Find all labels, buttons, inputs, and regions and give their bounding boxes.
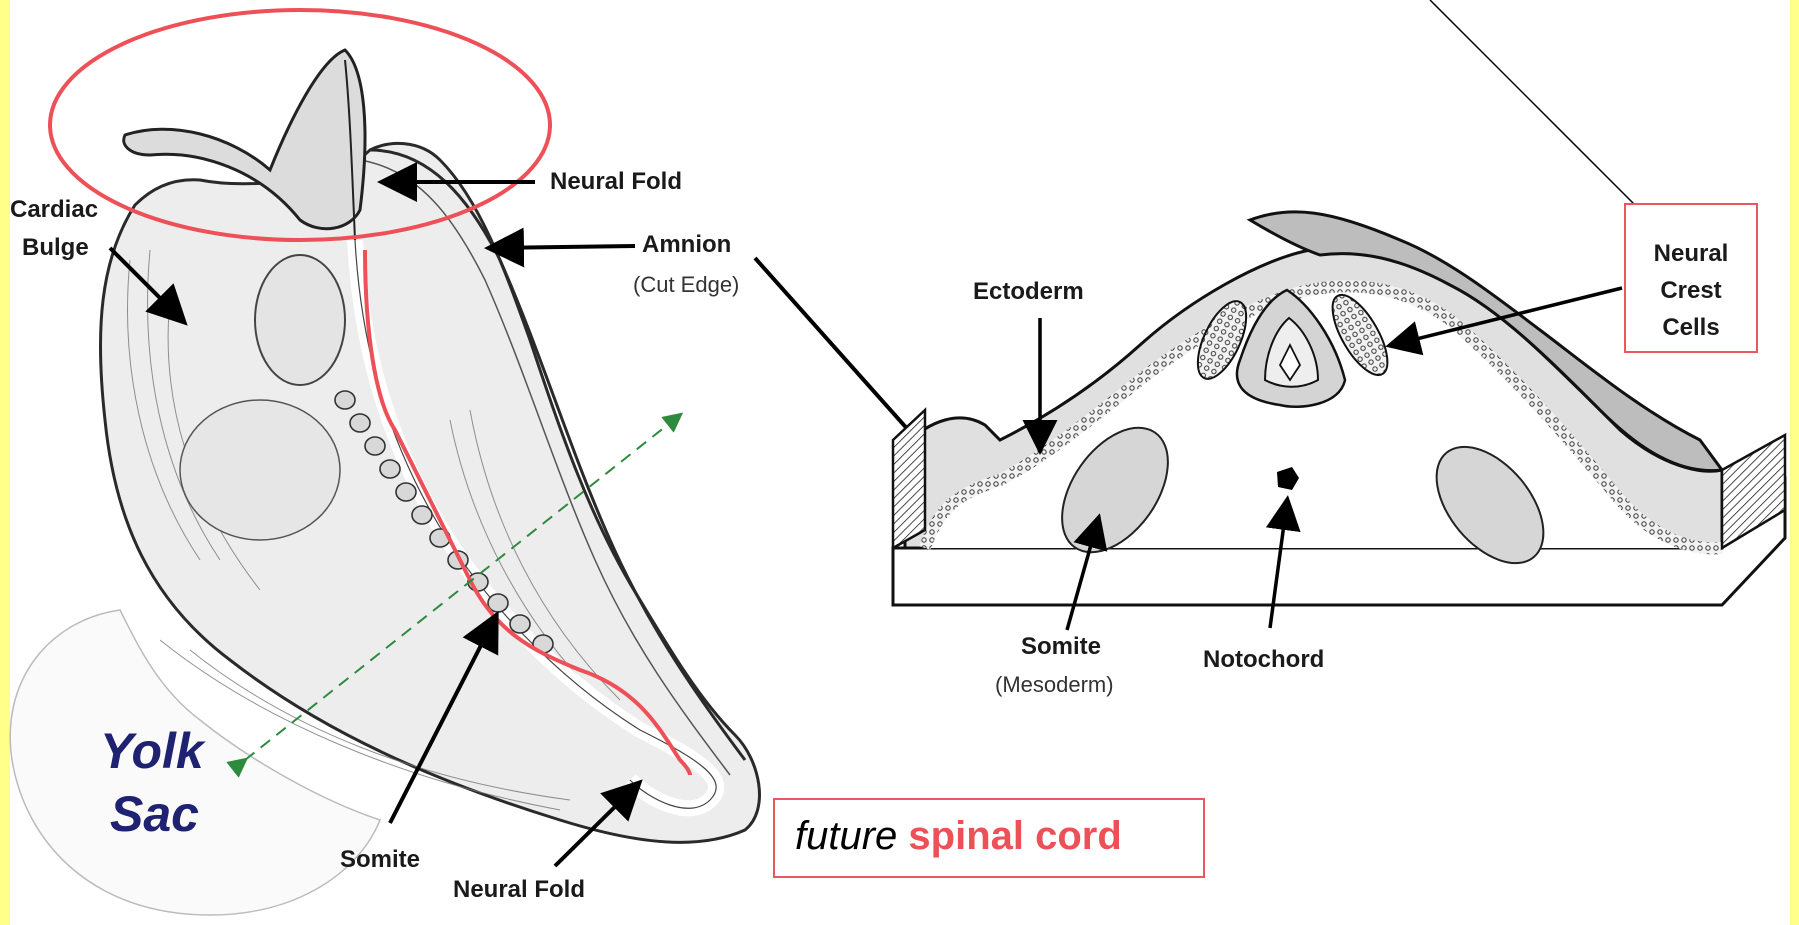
- future-spinal-cord-caption: future spinal cord: [773, 798, 1205, 878]
- left-side-strip: [0, 0, 10, 925]
- cardiac-bulge-lower: [180, 400, 340, 540]
- label-ectoderm: Ectoderm: [973, 278, 1084, 306]
- label-notochord: Notochord: [1203, 646, 1324, 674]
- label-sac: Sac: [110, 785, 199, 843]
- arrow-amnion: [492, 246, 635, 248]
- label-mesoderm: (Mesoderm): [995, 672, 1114, 698]
- section-left-wall: [893, 410, 925, 548]
- pointer-line-top: [1430, 0, 1640, 210]
- neural-crest-line-1: Neural: [1626, 235, 1756, 272]
- cardiac-bulge-upper: [255, 255, 345, 385]
- neural-crest-box: Neural Crest Cells: [1624, 203, 1758, 353]
- label-somite-right: Somite: [1021, 633, 1101, 661]
- label-neural-fold-top: Neural Fold: [550, 168, 682, 196]
- label-yolk: Yolk: [100, 722, 204, 780]
- label-cut-edge: (Cut Edge): [633, 272, 739, 298]
- label-somite-left: Somite: [340, 846, 420, 874]
- neural-crest-line-3: Cells: [1626, 309, 1756, 346]
- neural-crest-line-2: Crest: [1626, 272, 1756, 309]
- label-bulge: Bulge: [22, 234, 89, 262]
- caption-spinal-cord: spinal cord: [908, 814, 1121, 858]
- caption-future: future: [795, 814, 897, 858]
- label-neural-fold-bottom: Neural Fold: [453, 876, 585, 904]
- label-amnion: Amnion: [642, 231, 731, 259]
- right-side-strip: [1790, 0, 1799, 925]
- label-cardiac: Cardiac: [10, 196, 98, 224]
